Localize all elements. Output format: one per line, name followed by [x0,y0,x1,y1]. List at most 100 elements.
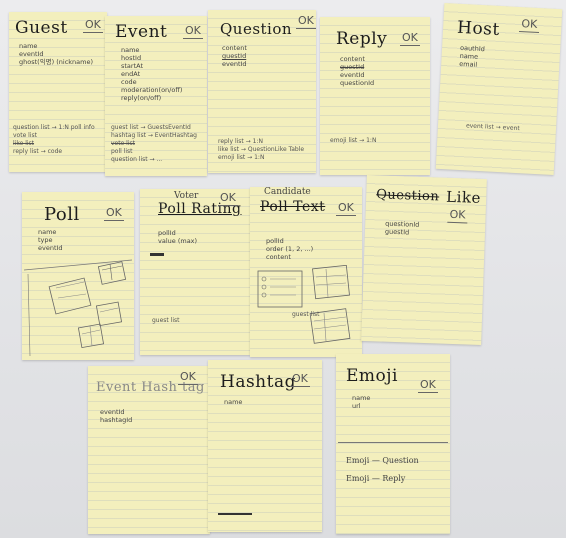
relation-list: emoji list → 1:N [330,137,376,145]
field: endAt [121,70,141,78]
card-title: Emoji [346,366,398,386]
card-guest[interactable]: Guest OK name eventId ghost(익명) (nicknam… [9,12,107,172]
relation: poll list [111,148,133,155]
card-header-note: Voter [174,191,199,201]
field: moderation(on/off) [121,86,183,94]
ok-mark: OK [418,378,438,393]
ok-mark: OK [178,370,198,385]
relation-list: question list → 1:N poll info vote list … [13,124,95,156]
field-list: content guestId eventId questionId [340,55,374,87]
card-title: Question [220,20,293,38]
field: eventId [38,244,63,252]
card-poll-rating[interactable]: Voter Poll Rating OK pollId value (max) … [140,189,250,355]
ok-mark: OK [400,31,420,46]
relation: guest list → GuestsEventId [111,124,191,131]
card-title: Like [445,187,482,207]
ok-mark: OK [83,18,103,33]
card-title: Host [456,17,501,40]
field-list: name eventId ghost(익명) (nickname) [19,42,93,66]
field: startAt [121,62,144,70]
card-title: Event Hash tag [96,380,205,395]
poll-text-sketch [257,265,351,344]
card-title: Poll [44,204,80,225]
ok-mark: OK [183,24,203,39]
card-host[interactable]: Host OK oauthId name email event list → … [435,3,563,175]
field: url [352,402,361,410]
relation: hashtag list → EventHashtag [111,132,197,139]
field-list: name url [352,394,370,410]
relation-list: Emoji — Question Emoji — Reply [346,452,419,488]
field-list: name hostId startAt endAt code moderatio… [121,46,182,102]
field: eventId [100,408,125,416]
card-reply[interactable]: Reply OK content guestId eventId questio… [320,17,430,175]
field: type [38,236,53,244]
field-list: questionId guestId [385,220,420,237]
ok-mark: OK [104,206,124,221]
ok-mark: OK [521,17,538,31]
field-list: pollId value (max) [158,229,197,245]
relation: emoji list → 1:N [218,154,265,161]
card-hashtag[interactable]: Hashtag OK name [208,360,322,532]
card-event[interactable]: Event OK name hostId startAt endAt code … [105,16,207,176]
field: code [121,78,137,86]
card-poll[interactable]: Poll OK name type eventId [22,192,134,360]
card-title: Event [115,22,168,42]
relation: reply list → code [13,148,63,155]
card-poll-text[interactable]: Candidate Poll Text OK pollId order (1, … [250,187,362,357]
field: guestId [340,63,365,71]
relation: reply list → 1:N [218,138,263,145]
field: content [222,44,247,52]
field: ghost(익명) (nickname) [19,58,94,66]
card-title: Poll Text [260,199,326,215]
relation: like list [13,140,35,147]
relation-list: reply list → 1:N like list → QuestionLik… [218,138,304,162]
field: value (max) [158,237,198,245]
card-event-hashtag[interactable]: Event Hash tag OK eventId hashtagId [88,366,210,534]
card-like[interactable]: Question Like OK questionId guestId [361,174,487,346]
card-emoji[interactable]: Emoji OK name url Emoji — Question Emoji… [336,354,450,534]
card-title-struck: Question [375,187,440,205]
field: eventId [222,60,247,68]
ok-mark: OK [290,372,310,387]
ok-mark: OK [296,14,316,29]
card-divider [338,442,448,443]
struck-field-mark [150,251,164,258]
field: content [340,55,365,63]
card-title: Hashtag [220,372,296,392]
card-header-note: Candidate [264,187,311,197]
relation-list: guest list [292,311,320,319]
relation: guest list [292,311,320,318]
relation: question list → ... [111,156,163,163]
relation-list: guest list → GuestsEventId hashtag list … [111,124,197,164]
relation: question list → 1:N poll info [13,124,95,131]
card-question[interactable]: Question OK content guestId eventId repl… [208,10,316,173]
field: name [224,398,243,406]
ok-mark: OK [449,207,466,222]
field-list: name type eventId [38,228,63,252]
field-list: content guestId eventId [222,44,247,68]
field: pollId [158,229,176,237]
relation: Emoji — Question [346,456,419,465]
ok-mark: OK [336,201,356,216]
relation: vote list [13,132,37,139]
field: order (1, 2, ...) [266,245,314,253]
relation-list: event list → event [466,122,520,133]
field: questionId [340,79,375,87]
card-title: Reply [336,29,388,49]
ok-mark: OK [218,191,238,206]
relation: like list → QuestionLike Table [218,146,305,153]
field: name [352,394,371,402]
relation: vote list [111,140,135,147]
field: eventId [340,71,365,79]
field: hashtagId [100,416,133,424]
poll-sketch [23,259,133,357]
field-list: eventId hashtagId [100,408,132,424]
relation: guest list [152,317,180,324]
field: guestId [222,52,247,60]
field: name [19,42,38,50]
relation: emoji list → 1:N [330,137,377,144]
relation: Emoji — Reply [346,474,406,483]
field: name [38,228,57,236]
field-list: pollId order (1, 2, ...) content [266,237,313,261]
struck-mark [218,510,252,517]
